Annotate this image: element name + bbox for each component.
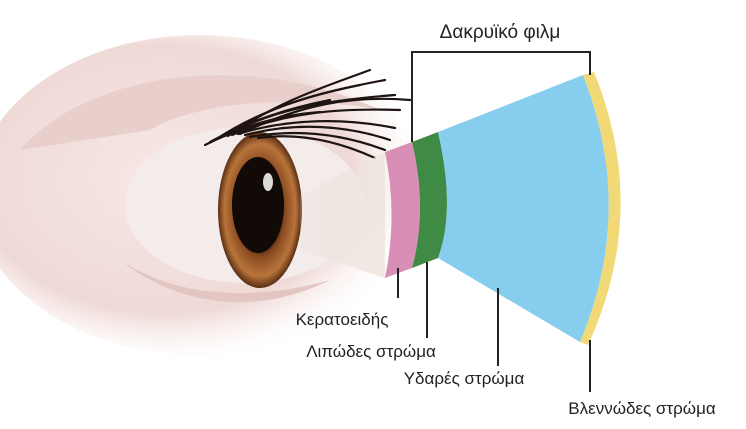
mucous-layer-label: Βλεννώδες στρώμα	[568, 399, 716, 418]
aqueous-layer-band	[438, 75, 609, 342]
cornea-label: Κερατοειδής	[296, 310, 389, 329]
lipid-layer-label: Λιπώδες στρώμα	[306, 342, 436, 361]
tear-film-label: Δακρυϊκό φιλμ	[440, 22, 561, 43]
eye-highlight	[263, 173, 273, 191]
aqueous-layer-label: Υδαρές στρώμα	[404, 369, 525, 388]
pupil	[232, 157, 284, 253]
